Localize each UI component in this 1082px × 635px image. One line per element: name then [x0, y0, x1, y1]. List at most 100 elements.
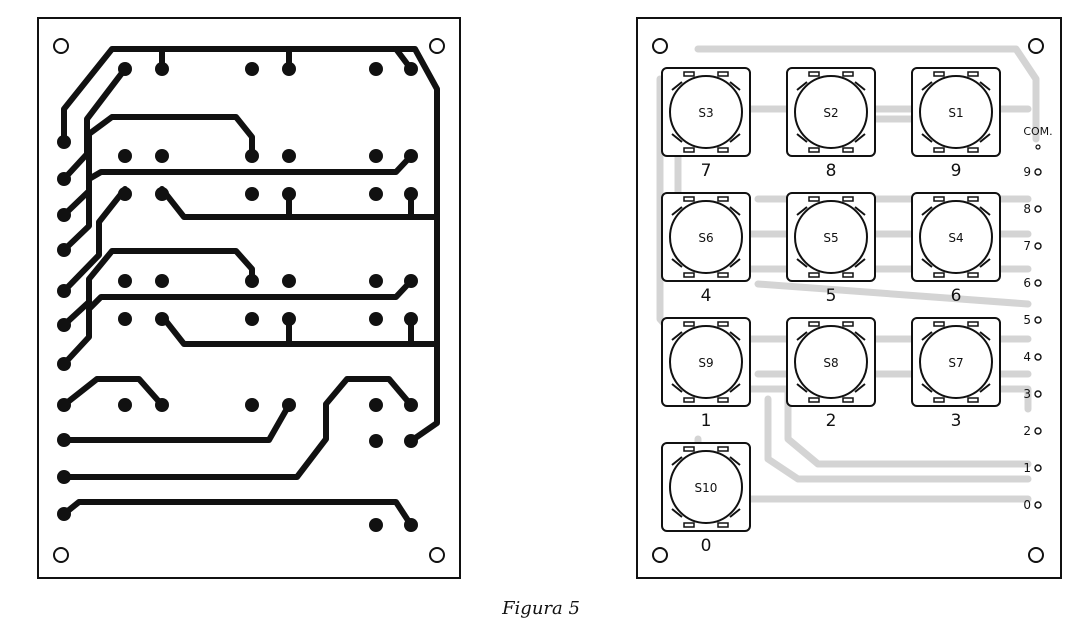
- switch-clip: [979, 383, 991, 393]
- switch-id-label: S2: [823, 106, 838, 120]
- mounting-hole: [652, 38, 668, 54]
- switch-id-label: S1: [948, 106, 963, 120]
- connector-label: COM.: [1023, 125, 1052, 138]
- switch-clip: [671, 331, 683, 341]
- switch-body: [661, 442, 751, 532]
- mounting-hole: [53, 547, 69, 563]
- switch-body: [786, 192, 876, 282]
- switch-pad: [808, 196, 820, 202]
- switch-clip: [979, 133, 991, 143]
- switch-key-label: 9: [951, 161, 962, 181]
- connector-pin: 9: [1023, 165, 1042, 179]
- switch-clip: [796, 258, 808, 268]
- switch-clip: [854, 258, 866, 268]
- connector-hole: [1034, 353, 1042, 361]
- switch-pad: [967, 272, 979, 278]
- switch-body: [786, 67, 876, 157]
- switch-clip: [729, 81, 741, 91]
- switch-clip: [979, 331, 991, 341]
- mounting-hole: [652, 547, 668, 563]
- connector-label: 1: [1023, 461, 1031, 475]
- switch-s1: S1 9: [911, 67, 1001, 181]
- switch-clip: [854, 81, 866, 91]
- switch-cap: [669, 200, 743, 274]
- switch-clip: [979, 206, 991, 216]
- switch-clip: [671, 456, 683, 466]
- switch-pad: [717, 272, 729, 278]
- switch-clip: [671, 206, 683, 216]
- switch-pad: [717, 196, 729, 202]
- switch-pad: [808, 272, 820, 278]
- switch-id-label: S9: [698, 356, 713, 370]
- switch-pad: [967, 397, 979, 403]
- switch-cap: [794, 75, 868, 149]
- mounting-hole: [53, 38, 69, 54]
- mounting-hole: [429, 38, 445, 54]
- copper-traces: [61, 46, 440, 528]
- switch-clip: [671, 133, 683, 143]
- switch-key-label: 0: [701, 536, 712, 556]
- switch-pad: [933, 321, 945, 327]
- switch-pad: [683, 272, 695, 278]
- connector-pin: 7: [1023, 239, 1042, 253]
- switch-clip: [854, 331, 866, 341]
- switch-s7: S73: [911, 317, 1001, 431]
- switch-clip: [979, 258, 991, 268]
- switch-clip: [979, 81, 991, 91]
- switch-cap: [669, 75, 743, 149]
- switch-clip: [729, 331, 741, 341]
- switch-cap: [919, 325, 993, 399]
- switch-clip: [921, 133, 933, 143]
- connector-hole: [1034, 168, 1042, 176]
- switch-pad: [967, 147, 979, 153]
- switch-pad: [683, 522, 695, 528]
- connector-pin: 8: [1023, 202, 1042, 216]
- switch-pad: [808, 397, 820, 403]
- switch-pad: [842, 272, 854, 278]
- connector-pin: 5: [1023, 313, 1042, 327]
- switch-pad: [683, 397, 695, 403]
- switch-pad: [717, 147, 729, 153]
- switch-clip: [796, 383, 808, 393]
- switch-clip: [796, 133, 808, 143]
- connector-hole: [1034, 316, 1042, 324]
- switch-cap: [794, 200, 868, 274]
- switch-pad: [808, 147, 820, 153]
- connector-pin: 1: [1023, 461, 1042, 475]
- switch-pad: [842, 196, 854, 202]
- switch-pad: [808, 71, 820, 77]
- switch-body: [661, 67, 751, 157]
- connector-hole: [1034, 205, 1042, 213]
- connector-hole: [1034, 427, 1042, 435]
- switch-clip: [921, 81, 933, 91]
- switch-id-label: S4: [948, 231, 963, 245]
- switch-clip: [729, 456, 741, 466]
- switch-cap: [669, 325, 743, 399]
- switch-id-label: S3: [698, 106, 713, 120]
- switch-id-label: S8: [823, 356, 838, 370]
- switch-pad: [683, 321, 695, 327]
- switch-pad: [933, 397, 945, 403]
- switch-s8: S82: [786, 317, 876, 431]
- switch-id-label: S10: [695, 481, 718, 495]
- switch-s2: S28: [786, 67, 876, 181]
- connector-label: 2: [1023, 424, 1031, 438]
- switch-clip: [854, 133, 866, 143]
- switch-s4: S46: [911, 192, 1001, 306]
- mounting-hole: [1028, 38, 1044, 54]
- switch-clip: [854, 383, 866, 393]
- switch-key-label: 5: [826, 286, 837, 306]
- switch-clip: [671, 258, 683, 268]
- connector-label: 5: [1023, 313, 1031, 327]
- switch-clip: [729, 383, 741, 393]
- switch-pad: [842, 321, 854, 327]
- switch-clip: [921, 206, 933, 216]
- switch-pad: [967, 196, 979, 202]
- switch-pad: [967, 71, 979, 77]
- switch-pad: [842, 71, 854, 77]
- connector-pin: 0: [1023, 498, 1042, 512]
- mounting-hole: [1028, 547, 1044, 563]
- switch-s9: S91: [661, 317, 751, 431]
- pcb-copper-side: [37, 17, 461, 579]
